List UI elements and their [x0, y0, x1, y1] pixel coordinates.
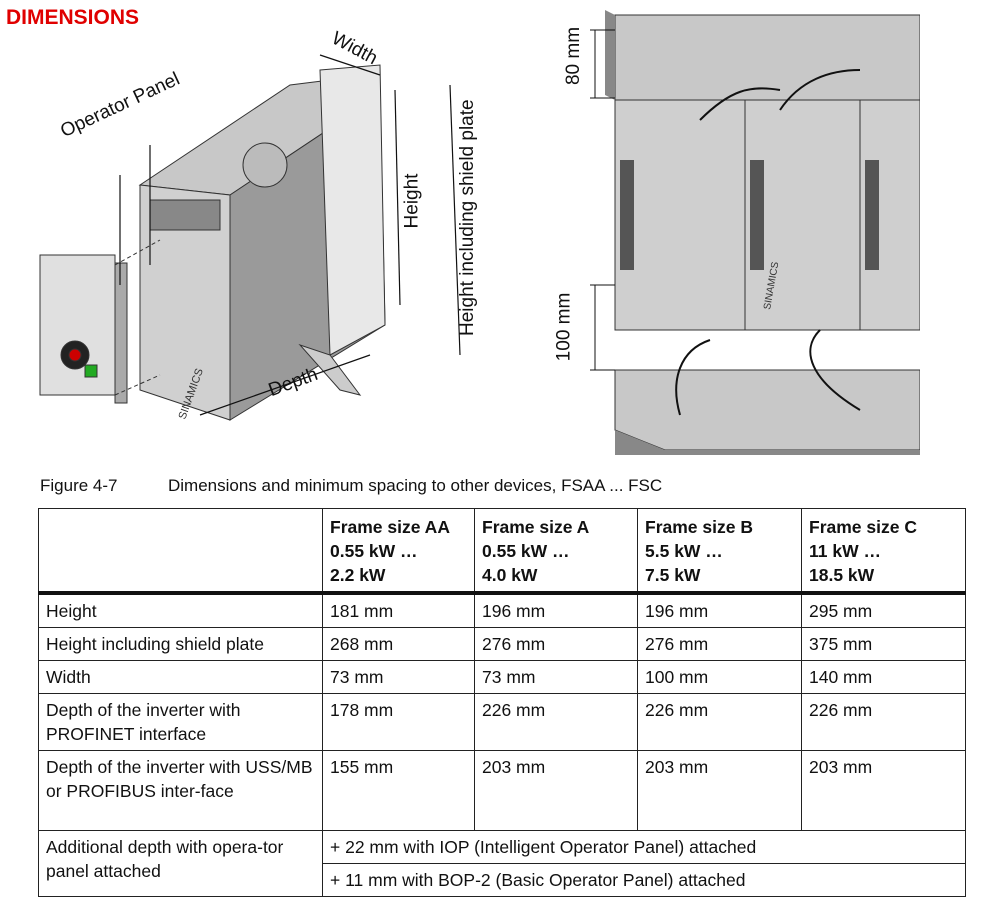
- table-cell: 375 mm: [801, 627, 966, 661]
- table-cell: 181 mm: [322, 592, 475, 628]
- header-line: 11 kW …: [809, 541, 881, 561]
- row-label: Depth of the inverter with PROFINET inte…: [38, 693, 323, 751]
- top-spacing-label: 80 mm: [563, 26, 585, 86]
- header-line: 0.55 kW …: [330, 541, 418, 561]
- figure-caption: Figure 4-7 Dimensions and minimum spacing…: [40, 476, 662, 496]
- row-label: Height including shield plate: [38, 627, 323, 661]
- table-row: Depth of the inverter with PROFINET inte…: [38, 693, 966, 751]
- row-label: Additional depth with opera-tor panel at…: [38, 830, 323, 897]
- table-cell: 203 mm: [801, 750, 966, 831]
- header-line: Frame size AA: [330, 517, 450, 537]
- table-cell: 226 mm: [637, 693, 802, 751]
- table-cell: 178 mm: [322, 693, 475, 751]
- row-label: Width: [38, 660, 323, 694]
- header-line: 4.0 kW: [482, 565, 538, 585]
- row-label: Height: [38, 592, 323, 628]
- column-header: Frame size C 11 kW … 18.5 kW: [801, 508, 966, 595]
- table-cell: 73 mm: [474, 660, 638, 694]
- header-line: 5.5 kW …: [645, 541, 723, 561]
- header-line: Frame size C: [809, 517, 917, 537]
- header-line: 7.5 kW: [645, 565, 701, 585]
- table-cell: 268 mm: [322, 627, 475, 661]
- caption-number: Figure 4-7: [40, 476, 118, 495]
- table-cell: 295 mm: [801, 592, 966, 628]
- table-cell: 73 mm: [322, 660, 475, 694]
- column-header: [38, 508, 323, 595]
- header-line: 18.5 kW: [809, 565, 875, 585]
- height-shield-label: Height including shield plate: [457, 99, 478, 336]
- table-cell: 203 mm: [474, 750, 638, 831]
- table-cell: 155 mm: [322, 750, 475, 831]
- bottom-spacing-label: 100 mm: [553, 292, 575, 362]
- table-cell: 276 mm: [474, 627, 638, 661]
- section-title: DIMENSIONS: [6, 6, 140, 29]
- table-cell: 226 mm: [474, 693, 638, 751]
- column-header: Frame size B 5.5 kW … 7.5 kW: [637, 508, 802, 595]
- row-label: Depth of the inverter with USS/MB or PRO…: [38, 750, 323, 831]
- header-line: Frame size B: [645, 517, 753, 537]
- table-cell: 196 mm: [637, 592, 802, 628]
- header-line: 0.55 kW …: [482, 541, 570, 561]
- mounting-spacing-illustration: SINAMICS: [590, 10, 920, 455]
- table-cell: 203 mm: [637, 750, 802, 831]
- header-line: 2.2 kW: [330, 565, 386, 585]
- table-cell: + 22 mm with IOP (Intelligent Operator P…: [322, 830, 966, 864]
- table-cell: 196 mm: [474, 592, 638, 628]
- caption-text: Dimensions and minimum spacing to other …: [168, 476, 663, 495]
- header-line: Frame size A: [482, 517, 590, 537]
- column-header: Frame size AA 0.55 kW … 2.2 kW: [322, 508, 475, 595]
- table-row: Additional depth with opera-tor panel at…: [38, 830, 966, 897]
- column-header: Frame size A 0.55 kW … 4.0 kW: [474, 508, 638, 595]
- inverter-dimensions-illustration: SINAMICS: [39, 54, 461, 421]
- table-cell: 100 mm: [637, 660, 802, 694]
- table-row: + 11 mm with BOP-2 (Basic Operator Panel…: [39, 863, 966, 897]
- height-label: Height: [401, 173, 423, 229]
- table-cell: 140 mm: [801, 660, 966, 694]
- table-row: Depth of the inverter with USS/MB or PRO…: [38, 750, 966, 831]
- table-cell: + 11 mm with BOP-2 (Basic Operator Panel…: [322, 863, 966, 897]
- table-cell: 226 mm: [801, 693, 966, 751]
- table-cell: 276 mm: [637, 627, 802, 661]
